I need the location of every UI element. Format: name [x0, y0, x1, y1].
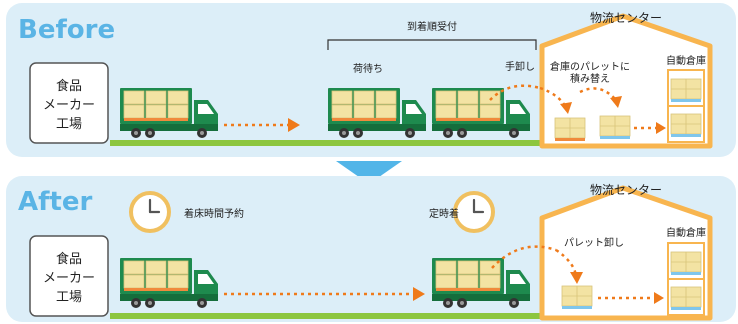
before-road: [110, 140, 542, 146]
reservation-clock-icon: [129, 191, 171, 233]
after-factory-line2: メーカー: [43, 271, 95, 286]
after-rack-pallet-1: [670, 251, 702, 276]
after-factory-line1: 食品: [56, 251, 82, 267]
on-time-label: 定時着: [429, 207, 459, 220]
after-center-title: 物流センター: [590, 183, 662, 197]
before-heading: Before: [18, 15, 115, 45]
before-rack-pallet-2: [670, 113, 702, 138]
before-auto-warehouse-label: 自動倉庫: [666, 54, 706, 67]
after-unloaded-pallet: [561, 285, 593, 310]
on-time-clock-icon: [453, 191, 495, 233]
reservation-label: 着床時間予約: [184, 207, 244, 220]
before-flow-arrow-head: [288, 118, 300, 132]
repack-label-line2: 積み替え: [570, 72, 610, 85]
arrival-order-bracket: [327, 39, 537, 50]
handwork-flow-arrow: [489, 84, 541, 101]
after-factory-box: [29, 235, 109, 317]
before-hand-pallet: [554, 117, 586, 142]
pallet-unload-label: パレット卸し: [564, 236, 624, 249]
before-factory-box: [29, 62, 109, 144]
before-warehouse-pallet: [599, 115, 631, 140]
before-factory-line2: メーカー: [43, 98, 95, 113]
before-panel: Before 食品 メーカー 工場 到着順受付 荷待ち 手卸し 物流センター 倉…: [6, 3, 736, 157]
arrival-order-label: 到着順受付: [407, 20, 457, 33]
after-panel: After 食品 メーカー 工場 着床時間予約 定時着 物流センター パレット卸…: [6, 176, 736, 322]
before-center-title: 物流センター: [590, 11, 662, 25]
waiting-label: 荷待ち: [353, 62, 383, 75]
handwork-label: 手卸し: [505, 60, 535, 73]
after-rack-pallet-2: [670, 286, 702, 311]
after-auto-warehouse-label: 自動倉庫: [666, 226, 706, 239]
repack-label-line1: 倉庫のパレットに: [550, 60, 630, 73]
before-after-transition-arrow: [336, 161, 402, 184]
after-road: [110, 313, 542, 319]
before-factory-line1: 食品: [56, 78, 82, 94]
pallet-unload-flow-arrow: [491, 245, 557, 269]
after-factory-line3: 工場: [56, 290, 82, 305]
after-flow-arrow-head: [413, 287, 425, 301]
repack-flow-arrow: [579, 87, 617, 101]
before-rack-pallet-1: [670, 78, 702, 103]
after-heading: After: [18, 187, 92, 217]
before-factory-line3: 工場: [56, 117, 82, 132]
